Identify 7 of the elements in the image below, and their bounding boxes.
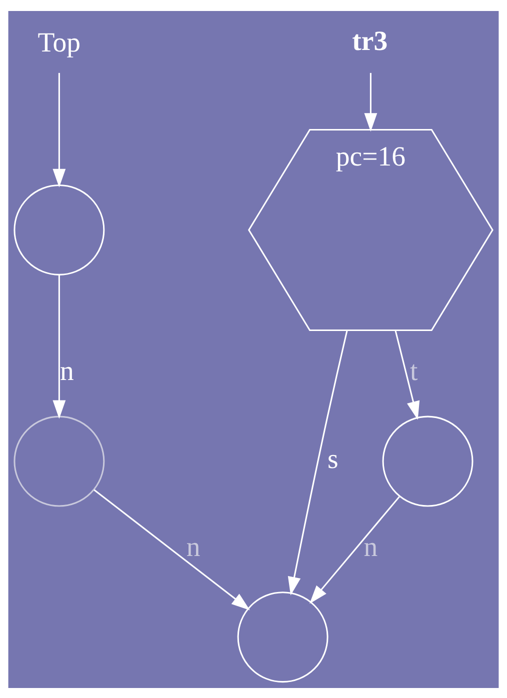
node-text: tr3	[352, 26, 388, 57]
edge-label: t	[410, 356, 418, 387]
node-text: Top	[38, 27, 81, 58]
edge-label: n	[60, 356, 74, 387]
edge-label: n	[364, 531, 378, 562]
edge-label: n	[186, 531, 200, 562]
edge-label: s	[328, 444, 338, 475]
